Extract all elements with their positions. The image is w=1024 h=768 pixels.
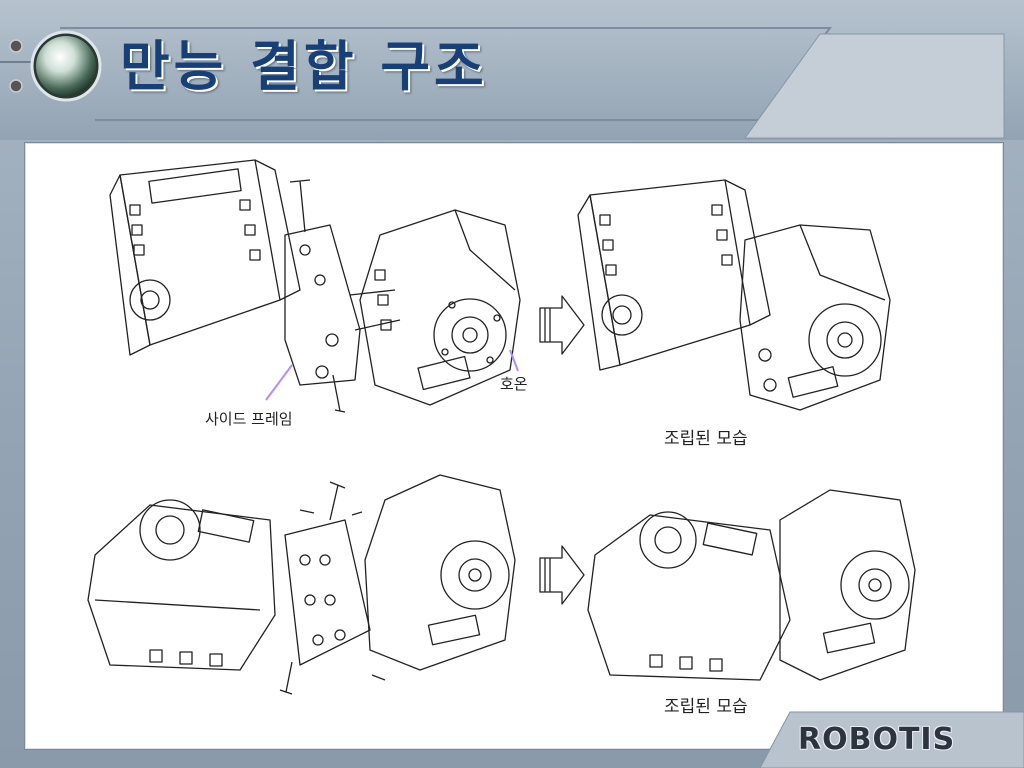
content-panel [24, 142, 1004, 750]
caption-assembled-top: 조립된 모습 [664, 429, 748, 449]
slide-title: 만능 결합 구조 [120, 35, 488, 98]
label-side-frame: 사이드 프레임 [205, 410, 293, 428]
servo-exploded-top-left [109, 159, 521, 413]
caption-assembled-bottom: 조립된 모습 [664, 697, 748, 717]
servo-assembled-bottom-right [587, 489, 916, 681]
title-plate [0, 0, 1024, 140]
label-horn: 호온 [500, 375, 528, 393]
servo-exploded-bottom-left [87, 474, 516, 695]
servo-assembled-top-right [577, 179, 891, 411]
robotis-logo: ROBOTIS [798, 722, 956, 757]
